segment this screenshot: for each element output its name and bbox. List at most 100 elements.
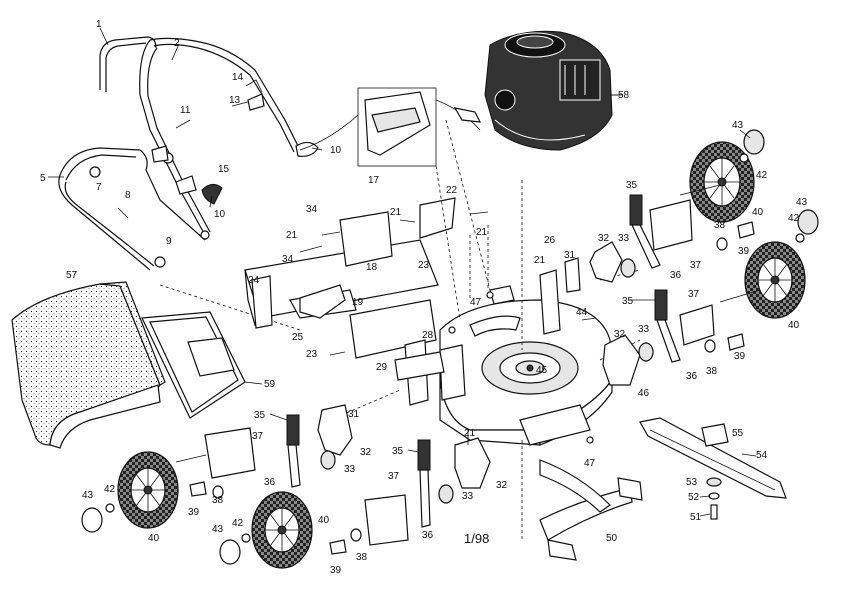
label-part-39-c: 39 <box>188 507 200 518</box>
label-part-47-b: 47 <box>584 458 596 469</box>
label-part-23-b: 23 <box>306 349 318 360</box>
label-part-43-c: 43 <box>82 490 94 501</box>
rear-door-assembly <box>244 197 489 406</box>
label-part-10-lower: 10 <box>214 209 226 220</box>
label-part-32-c: 32 <box>360 447 372 458</box>
misc-fasteners <box>448 257 597 445</box>
label-part-32-d: 32 <box>496 480 508 491</box>
label-part-33-b: 33 <box>638 324 650 335</box>
blade-adapter <box>701 423 729 520</box>
label-part-43-a: 43 <box>732 120 744 131</box>
label-part-32-a: 32 <box>598 233 610 244</box>
label-part-36-b: 36 <box>686 371 698 382</box>
control-panel <box>299 87 482 167</box>
label-part-43-b: 43 <box>796 197 808 208</box>
label-part-40-d: 40 <box>318 515 330 526</box>
label-part-9: 9 <box>166 236 172 247</box>
label-part-45: 45 <box>536 365 548 376</box>
label-part-39-d: 39 <box>330 565 342 576</box>
label-part-37-d: 37 <box>388 471 400 482</box>
label-part-51: 51 <box>690 512 702 523</box>
label-part-37-c: 37 <box>252 431 264 442</box>
label-part-14: 14 <box>232 72 244 83</box>
hubcaps <box>81 129 819 565</box>
label-part-22: 22 <box>446 185 458 196</box>
label-part-7: 7 <box>96 182 102 193</box>
label-part-36-a: 36 <box>670 270 682 281</box>
label-part-42-c: 42 <box>104 484 116 495</box>
label-part-40-c: 40 <box>148 533 160 544</box>
label-part-21-c: 21 <box>476 227 488 238</box>
label-part-53: 53 <box>686 477 698 488</box>
grass-bag <box>11 281 166 449</box>
label-part-19: 19 <box>352 297 364 308</box>
label-part-37-a: 37 <box>690 260 702 271</box>
label-part-28: 28 <box>422 330 434 341</box>
label-part-47-a: 47 <box>470 297 482 308</box>
label-part-23-a: 23 <box>418 260 430 271</box>
label-part-31-a: 31 <box>564 250 576 261</box>
label-part-42-b: 42 <box>788 213 800 224</box>
label-part-57: 57 <box>66 270 78 281</box>
label-part-52: 52 <box>688 492 700 503</box>
label-part-5: 5 <box>40 173 46 184</box>
label-part-21-d: 21 <box>534 255 546 266</box>
upper-handle <box>99 36 301 236</box>
label-part-11: 11 <box>180 105 191 116</box>
mower-deck <box>439 285 613 446</box>
label-part-21-e: 21 <box>464 428 476 439</box>
label-part-40-b: 40 <box>788 320 800 331</box>
label-part-15: 15 <box>218 164 230 175</box>
side-discharge-chute <box>539 459 643 561</box>
wheel-front-left-lower <box>251 491 313 569</box>
label-part-33-d: 33 <box>462 491 474 502</box>
label-part-35-b: 35 <box>622 296 634 307</box>
part-labels: 1 2 5 7 8 9 10 10 11 13 14 15 17 18 19 2… <box>40 19 808 576</box>
label-part-38-a: 38 <box>714 220 726 231</box>
cutting-blade <box>639 417 787 499</box>
label-part-44: 44 <box>576 307 588 318</box>
label-part-13: 13 <box>229 95 241 106</box>
handle-hardware <box>89 79 319 268</box>
engine <box>484 30 620 151</box>
label-part-36-c: 36 <box>264 477 276 488</box>
label-part-33-c: 33 <box>344 464 356 475</box>
label-part-38-c: 38 <box>212 495 224 506</box>
label-part-35-c: 35 <box>254 410 266 421</box>
label-part-46: 46 <box>638 388 650 399</box>
label-part-43-d: 43 <box>212 524 224 535</box>
label-part-50: 50 <box>606 533 618 544</box>
label-part-58: 58 <box>618 90 630 101</box>
label-part-21-b: 21 <box>286 230 298 241</box>
label-part-1: 1 <box>96 19 102 30</box>
label-part-2: 2 <box>174 38 180 49</box>
wheel-rear-right-upper <box>689 141 755 223</box>
label-part-10-upper: 10 <box>330 145 342 156</box>
label-part-31-b: 31 <box>348 409 360 420</box>
bag-frame <box>141 284 301 419</box>
label-part-18: 18 <box>366 262 378 273</box>
label-part-54: 54 <box>756 450 768 461</box>
height-adjuster-plates <box>317 241 641 489</box>
axle-bolts <box>175 184 761 555</box>
label-part-38-b: 38 <box>706 366 718 377</box>
label-part-39-b: 39 <box>734 351 746 362</box>
adjuster-levers <box>204 194 715 546</box>
label-part-34-b: 34 <box>282 254 294 265</box>
label-part-39-a: 39 <box>738 246 750 257</box>
label-part-55: 55 <box>732 428 744 439</box>
label-part-17: 17 <box>368 175 380 186</box>
label-part-32-b: 32 <box>614 329 626 340</box>
label-part-35-d: 35 <box>392 446 404 457</box>
wheel-rear-right-lower <box>744 241 806 319</box>
label-part-34-a: 34 <box>306 204 318 215</box>
label-part-29: 29 <box>376 362 388 373</box>
label-part-35-a: 35 <box>626 180 638 191</box>
adjuster-bushings <box>320 258 654 504</box>
label-part-26: 26 <box>544 235 556 246</box>
label-part-33-a: 33 <box>618 233 630 244</box>
label-part-42-d: 42 <box>232 518 244 529</box>
label-part-36-d: 36 <box>422 530 434 541</box>
label-part-24: 24 <box>248 275 260 286</box>
lower-handle <box>58 147 206 271</box>
